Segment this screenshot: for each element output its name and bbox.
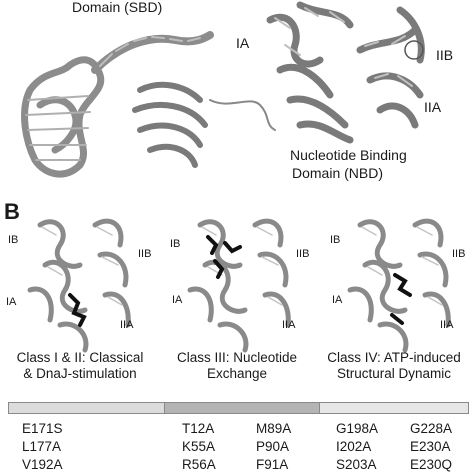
label-iib-top: IIB — [436, 47, 453, 63]
class-1-2-mutation-list: E171S L177A V192A — [22, 420, 63, 474]
mutation-item: P90A — [256, 439, 290, 454]
nbd-label-line1: Nucleotide Binding — [290, 147, 407, 163]
structure-class-3 — [187, 218, 291, 353]
mutation-item: F91A — [256, 457, 289, 472]
s1-label-iib: IIB — [138, 248, 151, 260]
mutation-item: T12A — [182, 421, 215, 436]
mutation-item: E171S — [22, 421, 63, 436]
mutation-item: V192A — [22, 457, 63, 472]
class-4-title: Class IV: ATP-induced Structural Dynamic — [314, 350, 474, 382]
mutation-item: R56A — [182, 457, 216, 472]
s2-label-iib: IIB — [296, 248, 309, 260]
class-3-bar — [164, 402, 320, 414]
mutation-item: G198A — [336, 421, 379, 436]
s2-label-iia: IIA — [282, 319, 296, 331]
class-4-mutation-list-2: G228A E230A E230Q — [410, 420, 452, 474]
class-4-mutation-list-1: G198A I202A S203A — [336, 420, 378, 474]
label-ia-top: IA — [236, 35, 250, 51]
mutation-item: E230A — [410, 439, 451, 454]
s3-label-iib: IIB — [452, 248, 465, 260]
class-4-bar — [319, 402, 469, 414]
class-1-2-bar — [8, 402, 165, 414]
nbd-label-line2: Domain (NBD) — [292, 165, 383, 181]
label-iia-top: IIA — [424, 99, 442, 115]
mutation-item: L177A — [22, 439, 62, 454]
s3-label-ib: IB — [330, 234, 340, 246]
nbd-highlight-circle — [404, 40, 424, 60]
s2-label-ib: IB — [170, 238, 180, 250]
s3-label-iia: IIA — [440, 319, 454, 331]
mutation-item: S203A — [336, 457, 377, 472]
structure-class-4 — [347, 218, 451, 353]
sbd-helix-bundle — [21, 56, 105, 178]
s1-label-ia: IA — [6, 296, 17, 308]
class-4-title-line1: Class IV: ATP-induced — [327, 350, 461, 365]
nbd-structure — [266, 1, 425, 144]
panel-a: Domain (SBD) IA IIB IIA Nucleotide Bindi… — [0, 0, 474, 195]
class-3-title-line2: Exchange — [206, 366, 268, 381]
class-1-2-title: Class I & II: Classical & DnaJ-stimulati… — [0, 350, 160, 382]
sbd-beta-sandwich — [132, 81, 208, 168]
s1-label-iia: IIA — [120, 319, 134, 331]
mutation-item: G228A — [410, 421, 453, 436]
class-1-2-title-line2: & DnaJ-stimulation — [23, 366, 137, 381]
s1-label-ib: IB — [8, 234, 18, 246]
mutation-item: E230Q — [410, 457, 453, 472]
mutation-item: I202A — [336, 439, 372, 454]
class-3-mutation-list-2: M89A P90A F91A — [256, 420, 291, 474]
panel-a-structure: Domain (SBD) IA IIB IIA Nucleotide Bindi… — [21, 0, 453, 181]
class-3-title-line1: Class III: Nucleotide — [176, 350, 298, 365]
sbd-label: Domain (SBD) — [72, 0, 162, 15]
class-3-mutation-list-1: T12A K55A R56A — [182, 420, 216, 474]
panel-b-letter: B — [4, 199, 20, 224]
panel-b: B IB IA IIA IIB — [0, 195, 474, 474]
s3-label-ia: IA — [332, 294, 343, 306]
class-3-title: Class III: Nucleotide Exchange — [162, 350, 312, 382]
mutation-item: M89A — [256, 421, 292, 436]
structure-class-1-2 — [27, 218, 131, 353]
class-4-title-line2: Structural Dynamic — [336, 366, 452, 381]
s2-label-ia: IA — [172, 294, 183, 306]
mutation-item: K55A — [182, 439, 216, 454]
panel-b-structures: B IB IA IIA IIB — [4, 199, 465, 353]
class-1-2-title-line1: Class I & II: Classical — [16, 350, 144, 365]
